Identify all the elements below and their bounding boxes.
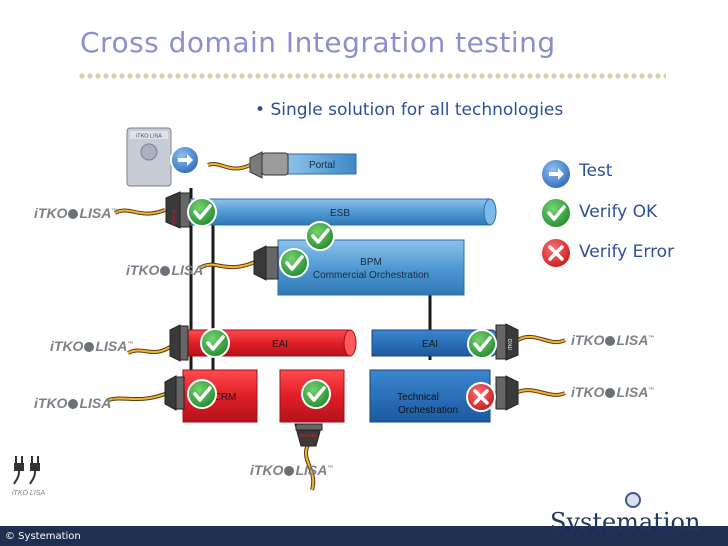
check-icon <box>187 197 217 227</box>
server-label: iTKO LISA <box>136 134 162 140</box>
plug-eai-left <box>169 324 189 362</box>
check-icon <box>305 221 335 251</box>
crm-label: CRM <box>214 392 237 403</box>
legend-verify-ok-label: Verify OK <box>579 202 658 222</box>
plug-bpm <box>253 245 279 281</box>
plug-eai-right <box>495 323 519 361</box>
technical-label-line1: Technical <box>397 392 439 403</box>
check-icon <box>301 379 331 409</box>
portal-label: Portal <box>309 160 335 171</box>
eai-right-label: EAI <box>422 339 438 350</box>
plug-red-system-oracle-label: ORACLE <box>299 433 318 438</box>
copyright-text: © Systemation <box>5 531 81 542</box>
systemation-logo-icon <box>625 492 641 508</box>
footer-bar <box>0 526 728 546</box>
bullet-text: Single solution for all technologies <box>270 100 564 120</box>
small-itko-lisa-logo: iTKO LISA <box>12 490 46 497</box>
legend-arrow-icon <box>540 158 572 190</box>
bpm-label-line2: Commercial Orchestration <box>313 270 429 281</box>
red-system-box <box>279 369 345 423</box>
company-name: Systemation <box>550 508 701 536</box>
bpm-label-line1: BPM <box>360 257 382 268</box>
company-tagline: Automated Enterprise Systems <box>552 529 679 538</box>
check-icon <box>467 329 497 359</box>
plug-esb <box>165 191 191 229</box>
bpm-box <box>277 239 465 296</box>
check-icon <box>187 379 217 409</box>
esb-label: ESB <box>330 208 350 219</box>
check-icon <box>279 248 309 278</box>
legend-verify-error-label: Verify Error <box>579 242 675 262</box>
plug-eai-right-itko-label: iTKO <box>508 339 514 351</box>
plug-pair-icon <box>13 456 40 485</box>
slide-title: Cross domain Integration testing <box>80 26 556 59</box>
plug-esb-oracle-label: ORACLE <box>171 209 176 226</box>
check-icon <box>200 328 230 358</box>
plug-red-system <box>294 423 323 447</box>
eai-left-label: EAI <box>272 339 288 350</box>
lisa-server: iTKO LISA <box>126 127 172 187</box>
legend-check-icon <box>540 197 572 229</box>
dotted-divider <box>78 72 666 80</box>
arrow-icon <box>170 145 200 175</box>
technical-label-line2: Orchestration <box>398 405 458 416</box>
legend-test-label: Test <box>579 161 613 181</box>
plug-portal <box>249 151 289 179</box>
legend-cross-icon <box>540 237 572 269</box>
plug-technical <box>495 375 519 411</box>
plug-crm <box>164 375 185 411</box>
cross-icon <box>466 382 496 412</box>
bullet-item: • Single solution for all technologies <box>255 100 564 120</box>
